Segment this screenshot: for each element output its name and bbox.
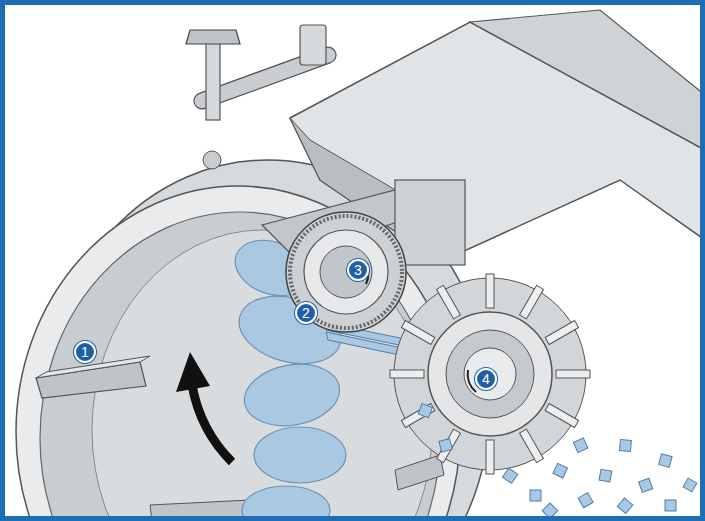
callout-number: 1 [74, 341, 96, 363]
callout-number: 4 [475, 368, 497, 390]
callout-number: 3 [347, 259, 369, 281]
callout-number: 2 [295, 302, 317, 324]
